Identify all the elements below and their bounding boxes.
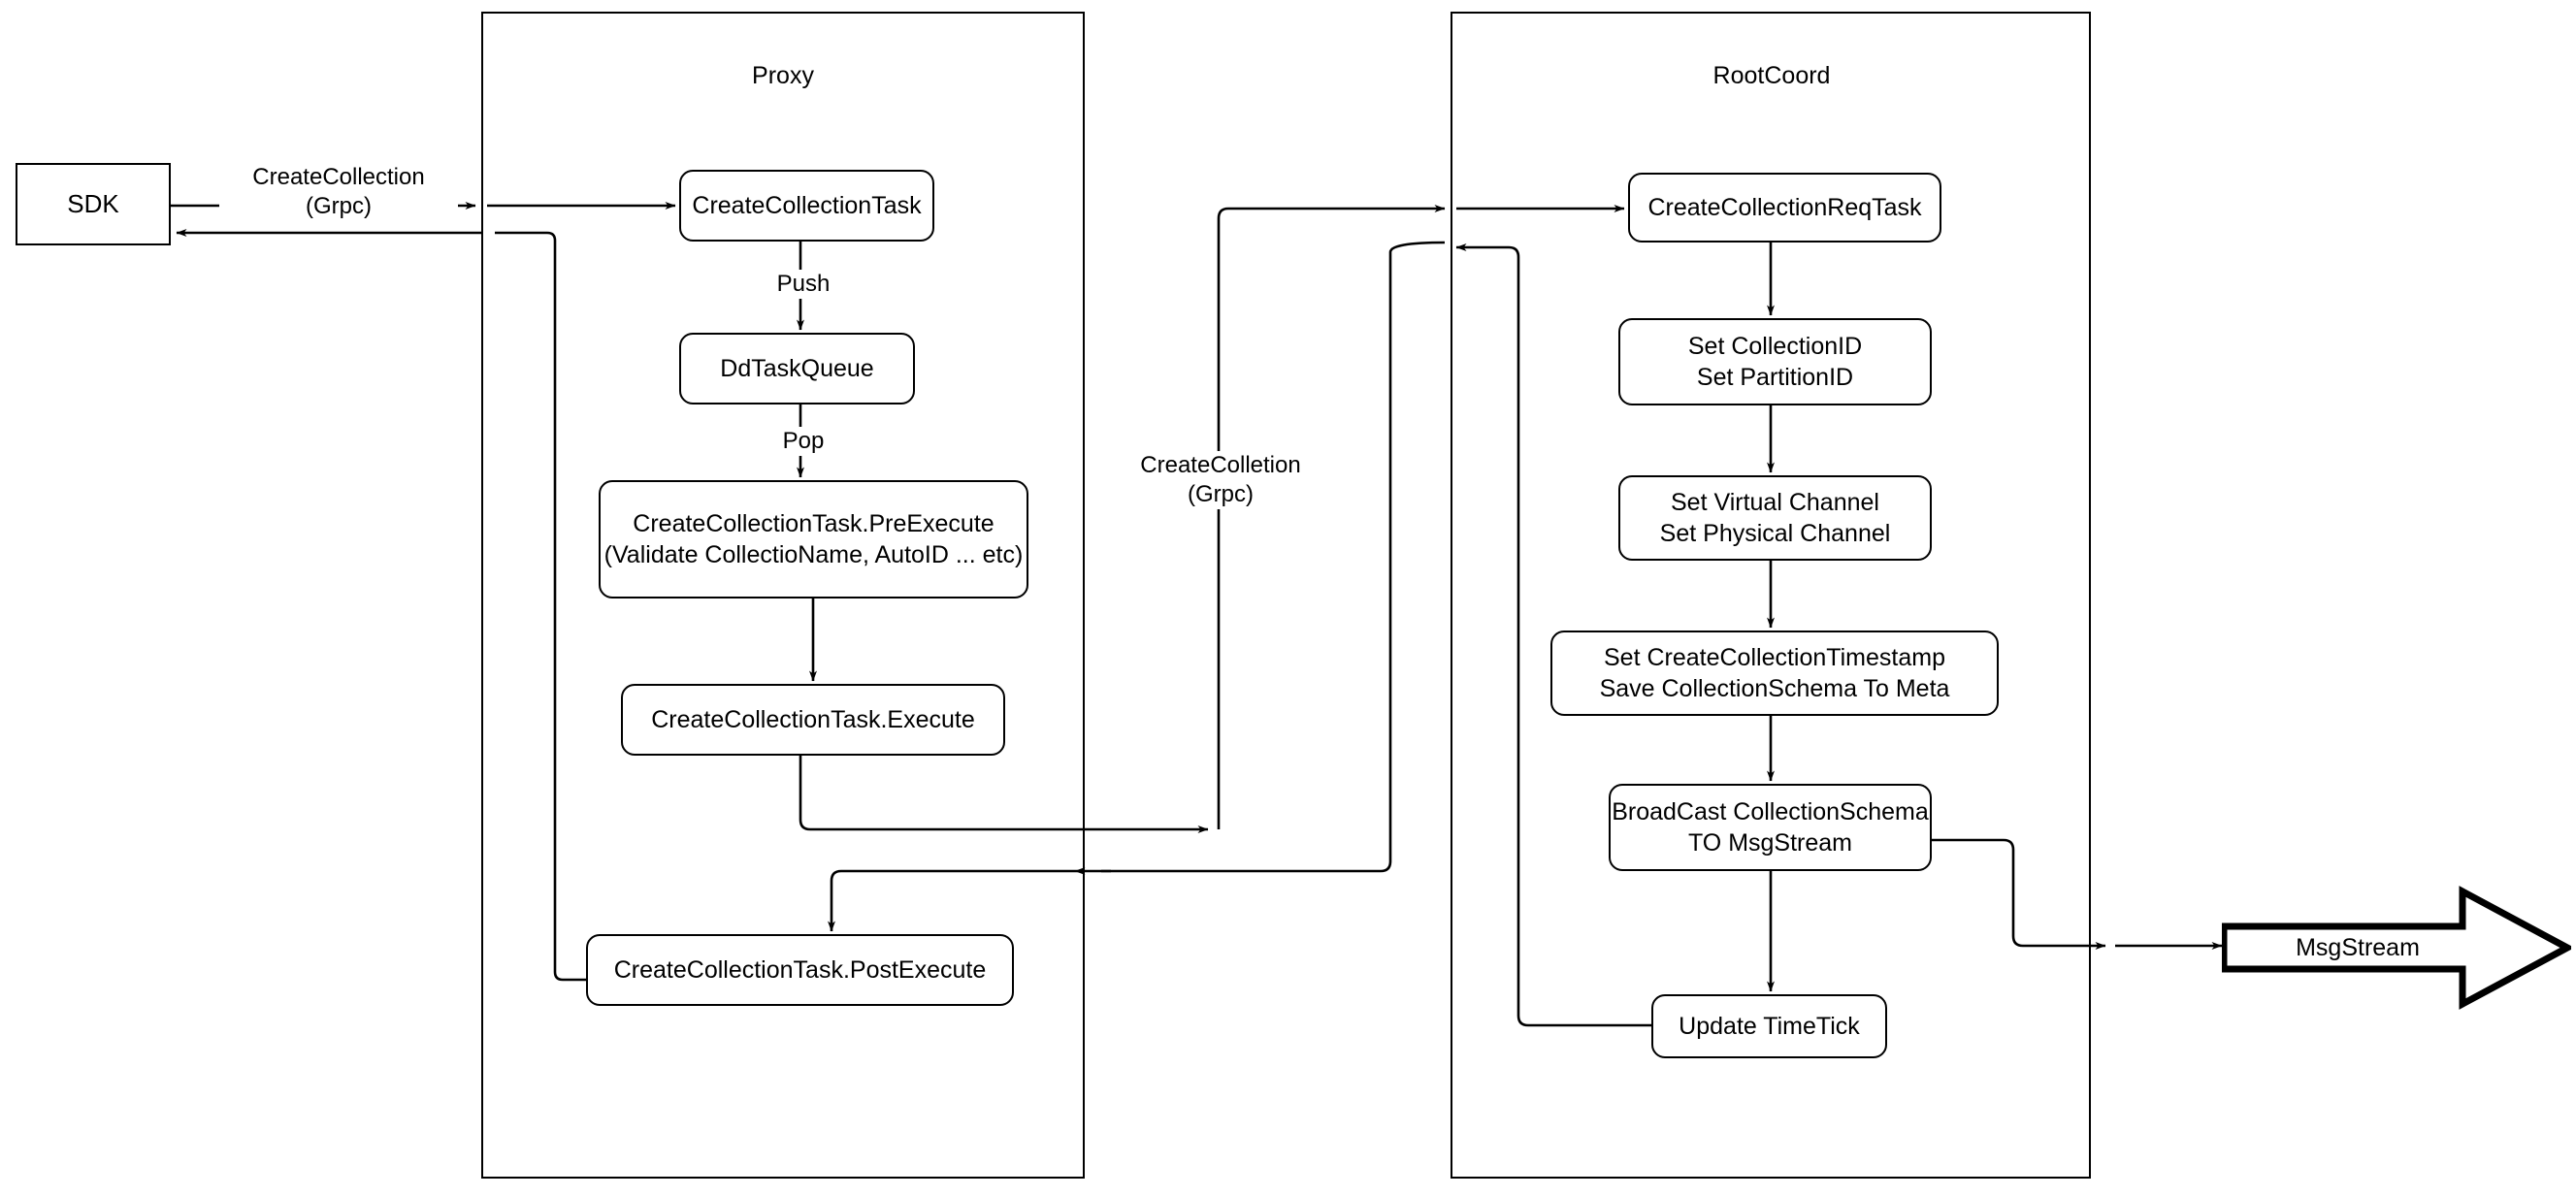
container-rootcoord-title: RootCoord xyxy=(1712,62,1831,89)
node-set-ids[interactable]: Set CollectionID Set PartitionID xyxy=(1618,318,1932,405)
node-sdk[interactable]: SDK xyxy=(16,163,171,245)
edge-rootcoord-return-down xyxy=(1101,241,1446,873)
edge-label-pop: Pop xyxy=(757,427,850,456)
node-broadcast[interactable]: BroadCast CollectionSchema TO MsgStream xyxy=(1609,784,1932,871)
edge-label-create-collection-grpc: CreateCollection (Grpc) xyxy=(219,163,458,221)
node-pre-execute[interactable]: CreateCollectionTask.PreExecute (Validat… xyxy=(599,480,1028,598)
node-msgstream-label: MsgStream xyxy=(2296,934,2420,961)
node-req-task[interactable]: CreateCollectionReqTask xyxy=(1628,173,1941,243)
node-create-collection-task[interactable]: CreateCollectionTask xyxy=(679,170,934,242)
node-update-timetick[interactable]: Update TimeTick xyxy=(1651,994,1887,1058)
node-dd-task-queue[interactable]: DdTaskQueue xyxy=(679,333,915,404)
container-rootcoord xyxy=(1451,12,2091,1179)
node-post-execute[interactable]: CreateCollectionTask.PostExecute xyxy=(586,934,1014,1006)
node-msgstream[interactable]: MsgStream xyxy=(2220,886,2575,1010)
node-execute[interactable]: CreateCollectionTask.Execute xyxy=(621,684,1005,756)
edge-label-push: Push xyxy=(752,270,855,299)
edge-grpc-riser-up xyxy=(1217,205,1446,829)
container-proxy xyxy=(481,12,1085,1179)
container-proxy-title: Proxy xyxy=(752,62,814,89)
node-set-timestamp[interactable]: Set CreateCollectionTimestamp Save Colle… xyxy=(1550,631,1999,716)
edge-label-createcolletion-grpc: CreateColletion (Grpc) xyxy=(1106,451,1335,509)
node-set-channels[interactable]: Set Virtual Channel Set Physical Channel xyxy=(1618,475,1932,561)
msgstream-arrow-icon xyxy=(2220,886,2575,1010)
